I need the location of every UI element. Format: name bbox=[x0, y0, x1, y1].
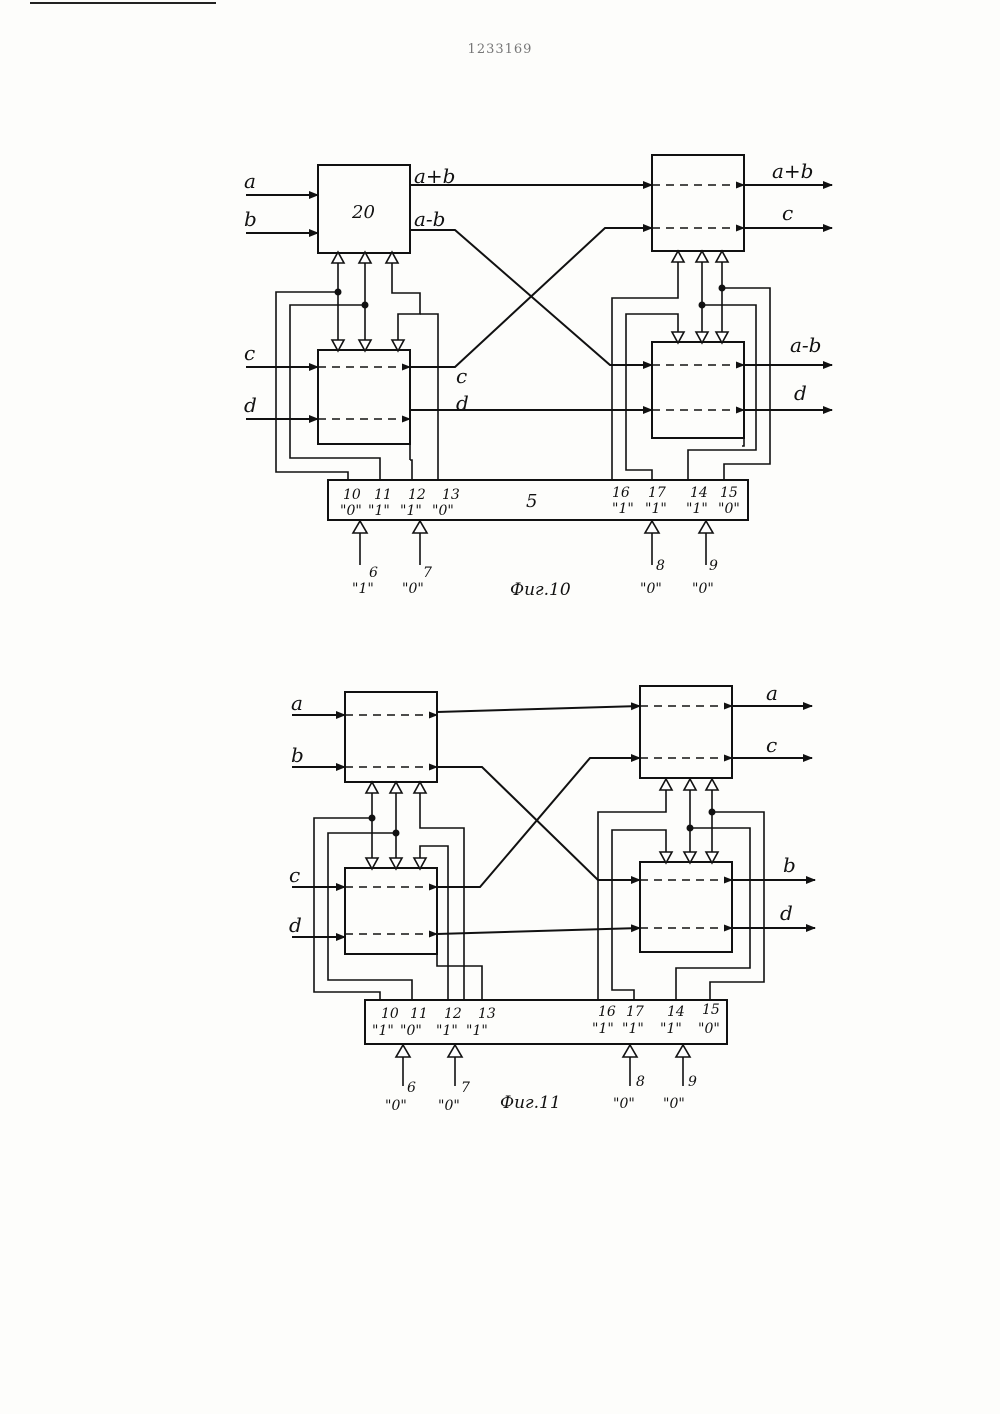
fig11-block-left-upper bbox=[345, 692, 437, 782]
fig10-pin-val: "1" bbox=[400, 503, 422, 519]
figure-11: a b c d a c b d 10 "1" 11 "0" 12 "1" 13 … bbox=[289, 681, 815, 1114]
fig10-right-hollow-arrows bbox=[672, 251, 728, 343]
fig11-control-num: 8 bbox=[636, 1074, 645, 1090]
fig10-block-left-lower bbox=[318, 350, 410, 444]
fig11-pin-val: "1" bbox=[592, 1021, 614, 1037]
fig11-pin-num: 12 bbox=[444, 1006, 462, 1022]
fig10-control-num: 7 bbox=[423, 565, 432, 581]
fig11-pin-num: 17 bbox=[626, 1004, 644, 1020]
fig10-control-val: "0" bbox=[640, 581, 662, 597]
fig10-pin-num: 13 bbox=[442, 487, 460, 503]
fig10-block-right-upper bbox=[652, 155, 744, 251]
fig10-pin-val: "1" bbox=[612, 501, 634, 517]
fig11-control-num: 9 bbox=[688, 1074, 697, 1090]
fig11-pin-val: "1" bbox=[660, 1021, 682, 1037]
fig10-block-20-label: 20 bbox=[351, 202, 375, 223]
fig10-block-right-lower bbox=[652, 342, 744, 438]
fig11-control-val: "0" bbox=[613, 1096, 635, 1112]
fig10-caption: Фиг.10 bbox=[510, 580, 571, 600]
fig11-control-num: 7 bbox=[461, 1080, 470, 1096]
fig10-pin-val: "0" bbox=[718, 501, 740, 517]
fig11-out-1: a bbox=[766, 681, 778, 705]
fig10-pin-num: 12 bbox=[408, 487, 426, 503]
fig10-pin-val: "1" bbox=[368, 503, 390, 519]
fig11-out-3: b bbox=[783, 853, 796, 877]
fig11-out-2: c bbox=[766, 733, 777, 757]
fig11-pin-val: "0" bbox=[698, 1021, 720, 1037]
fig10-pin-num: 14 bbox=[690, 485, 708, 501]
fig10-mid-sum: a+b bbox=[414, 164, 455, 188]
fig11-block-left-lower bbox=[345, 868, 437, 954]
fig10-out-1: a+b bbox=[772, 159, 813, 183]
fig10-label-c: c bbox=[244, 341, 255, 365]
fig10-control-num: 8 bbox=[656, 558, 665, 574]
fig11-control-num: 6 bbox=[407, 1080, 416, 1096]
fig11-pin-val: "1" bbox=[622, 1021, 644, 1037]
fig11-control-val: "0" bbox=[663, 1096, 685, 1112]
fig10-out-2: c bbox=[782, 201, 793, 225]
fig10-pin-val: "0" bbox=[340, 503, 362, 519]
fig11-block-right-upper bbox=[640, 686, 732, 778]
fig10-label-d: d bbox=[244, 393, 257, 417]
fig10-label-b: b bbox=[244, 207, 257, 231]
fig10-out-3: a-b bbox=[790, 333, 821, 357]
fig11-control-val: "0" bbox=[438, 1098, 460, 1114]
fig11-pin-num: 16 bbox=[598, 1004, 616, 1020]
fig10-right-control-bus bbox=[612, 262, 770, 480]
fig10-control-val: "1" bbox=[352, 581, 374, 597]
fig10-pin-num: 11 bbox=[374, 487, 392, 503]
fig11-pin-num: 14 bbox=[667, 1004, 685, 1020]
fig10-pin-val: "1" bbox=[645, 501, 667, 517]
fig11-pin-num: 11 bbox=[410, 1006, 428, 1022]
fig11-label-b: b bbox=[291, 743, 304, 767]
fig10-control-val: "0" bbox=[402, 581, 424, 597]
fig11-pin-val: "1" bbox=[466, 1023, 488, 1039]
fig10-control-val: "0" bbox=[692, 581, 714, 597]
fig10-control-num: 6 bbox=[369, 565, 378, 581]
fig11-pin-val: "1" bbox=[436, 1023, 458, 1039]
fig10-left-hollow-arrows bbox=[332, 252, 404, 351]
fig11-label-c: c bbox=[289, 863, 300, 887]
fig10-out-4: d bbox=[794, 381, 807, 405]
fig11-out-4: d bbox=[780, 901, 793, 925]
fig11-caption: Фиг.11 bbox=[500, 1093, 561, 1113]
fig10-pin-num: 10 bbox=[343, 487, 361, 503]
fig10-register-label: 5 bbox=[526, 491, 537, 512]
fig11-pin-num: 15 bbox=[702, 1002, 720, 1018]
fig11-label-a: a bbox=[291, 691, 303, 715]
fig10-mid-c: c bbox=[456, 364, 467, 388]
fig11-pin-num: 13 bbox=[478, 1006, 496, 1022]
fig10-pin-num: 15 bbox=[720, 485, 738, 501]
fig10-mid-diff: a-b bbox=[414, 207, 445, 231]
fig11-pin-val: "0" bbox=[400, 1023, 422, 1039]
fig10-label-a: a bbox=[244, 169, 256, 193]
fig10-left-control-bus bbox=[276, 263, 438, 480]
fig11-label-d: d bbox=[289, 913, 302, 937]
fig11-block-right-lower bbox=[640, 862, 732, 952]
fig11-pin-val: "1" bbox=[372, 1023, 394, 1039]
fig11-control-val: "0" bbox=[385, 1098, 407, 1114]
fig11-pin-num: 10 bbox=[381, 1006, 399, 1022]
fig10-mid-d: d bbox=[456, 391, 469, 415]
figure-10: a b c d 20 a+b a-b c d a+b c a-b d 5 10 … bbox=[244, 155, 832, 600]
fig10-pin-num: 17 bbox=[648, 485, 666, 501]
fig10-pin-num: 16 bbox=[612, 485, 630, 501]
fig10-pin-val: "1" bbox=[686, 501, 708, 517]
fig10-pin-val: "0" bbox=[432, 503, 454, 519]
fig10-control-num: 9 bbox=[709, 558, 718, 574]
